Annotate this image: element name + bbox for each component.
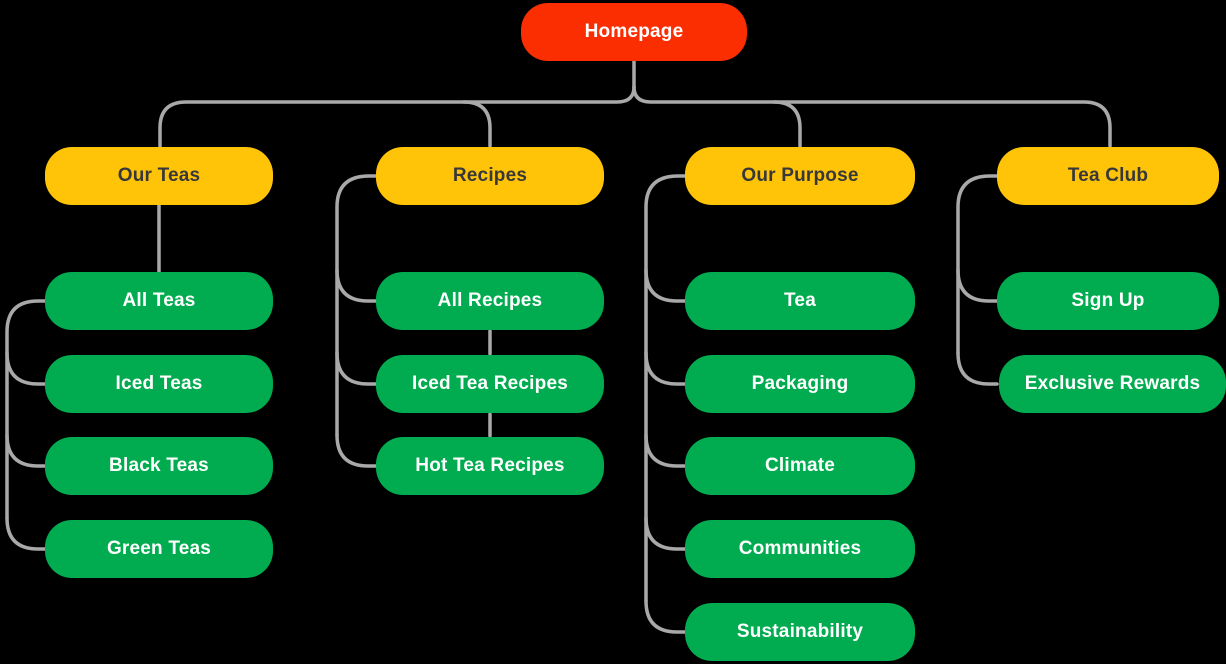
node-our-teas[interactable]: Our Teas (45, 147, 273, 205)
connector-branch-all-recipes (335, 268, 378, 303)
connector-branch-exclusive-rewards (956, 351, 999, 386)
connector-bus-left (158, 85, 636, 149)
connector-drop-our-purpose (772, 100, 802, 148)
node-sign-up[interactable]: Sign Up (997, 272, 1219, 330)
node-tea-club[interactable]: Tea Club (997, 147, 1219, 205)
tea-club-connectors (956, 174, 999, 386)
connector-branch-climate (644, 433, 687, 468)
node-packaging[interactable]: Packaging (685, 355, 915, 413)
connector-our-teas-bracket (5, 299, 47, 520)
node-all-recipes[interactable]: All Recipes (376, 272, 604, 330)
node-iced-teas[interactable]: Iced Teas (45, 355, 273, 413)
connector-branch-hot-tea-recipes (335, 433, 378, 468)
connector-our-purpose-bracket (644, 174, 687, 603)
node-tea[interactable]: Tea (685, 272, 915, 330)
node-recipes[interactable]: Recipes (376, 147, 604, 205)
connector-branch-packaging (644, 351, 687, 386)
connector-branch-iced-tea-recipes (335, 351, 378, 386)
connector-branch-tea (644, 268, 687, 303)
connector-bus-right (632, 85, 1112, 148)
connector-branch-iced-teas (5, 351, 47, 386)
our-purpose-connectors (644, 174, 687, 634)
node-exclusive-rewards[interactable]: Exclusive Rewards (999, 355, 1226, 413)
node-communities[interactable]: Communities (685, 520, 915, 578)
our-teas-connectors (5, 203, 161, 551)
connector-branch-black-teas (5, 433, 47, 468)
node-climate[interactable]: Climate (685, 437, 915, 495)
node-our-purpose[interactable]: Our Purpose (685, 147, 915, 205)
node-all-teas[interactable]: All Teas (45, 272, 273, 330)
node-homepage[interactable]: Homepage (521, 3, 747, 61)
node-black-teas[interactable]: Black Teas (45, 437, 273, 495)
connector-branch-communities (644, 516, 687, 551)
node-green-teas[interactable]: Green Teas (45, 520, 273, 578)
connector-branch-green-teas (5, 516, 47, 551)
root-bus-connectors (158, 59, 1112, 149)
node-iced-tea-recipes[interactable]: Iced Tea Recipes (376, 355, 604, 413)
connector-tea-club-bracket (956, 174, 999, 355)
connector-branch-sign-up (956, 268, 999, 303)
connector-drop-recipes (462, 100, 492, 148)
connector-recipes-bracket (335, 174, 378, 437)
recipes-connectors (335, 174, 492, 468)
node-hot-tea-recipes[interactable]: Hot Tea Recipes (376, 437, 604, 495)
connector-branch-sustainability (644, 599, 687, 634)
node-sustainability[interactable]: Sustainability (685, 603, 915, 661)
